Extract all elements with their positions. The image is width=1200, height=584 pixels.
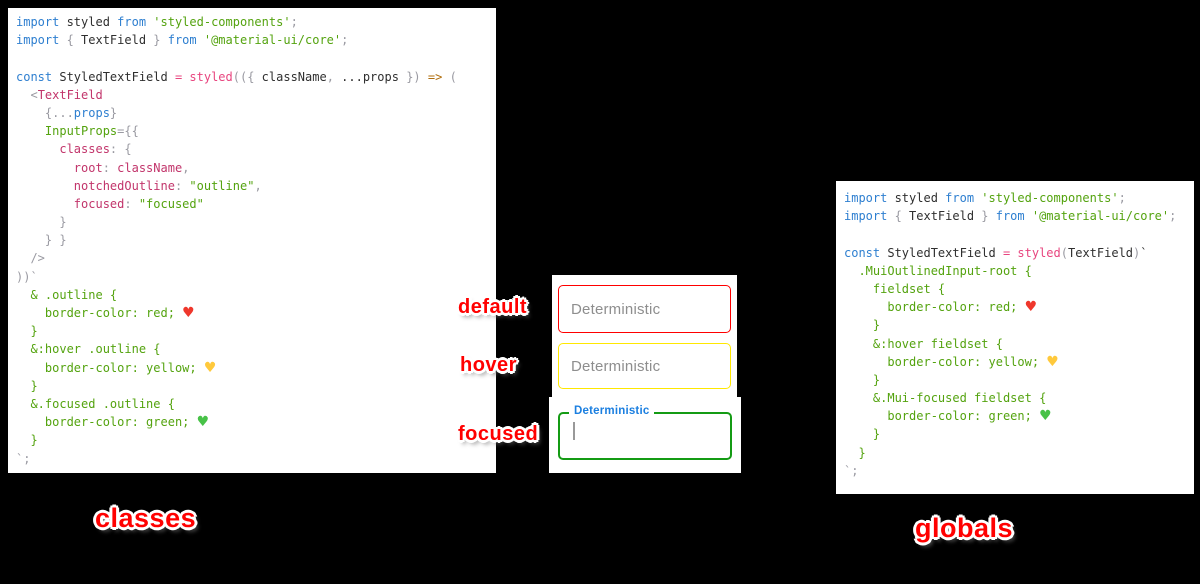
- textfield-default-input[interactable]: [559, 286, 730, 332]
- label-focused: focused: [458, 423, 539, 445]
- textfield-focused: Deterministic: [558, 405, 732, 460]
- textfield-hover-input[interactable]: [559, 344, 730, 388]
- label-globals: globals: [915, 513, 1014, 543]
- label-hover: hover: [460, 354, 517, 376]
- text-cursor: [573, 422, 575, 440]
- textfield-default: [558, 285, 731, 333]
- code-globals-text: import styled from 'styled-components';i…: [844, 191, 1177, 478]
- code-classes-text: import styled from 'styled-components';i…: [16, 15, 457, 466]
- label-classes: classes: [95, 503, 197, 533]
- label-default: default: [458, 296, 528, 318]
- textfield-focused-input[interactable]: [560, 414, 730, 458]
- textfield-focused-floating-label: Deterministic: [569, 405, 655, 417]
- textfield-hover: [558, 343, 731, 389]
- code-block-globals: import styled from 'styled-components';i…: [836, 181, 1194, 494]
- code-block-classes: import styled from 'styled-components';i…: [8, 8, 496, 473]
